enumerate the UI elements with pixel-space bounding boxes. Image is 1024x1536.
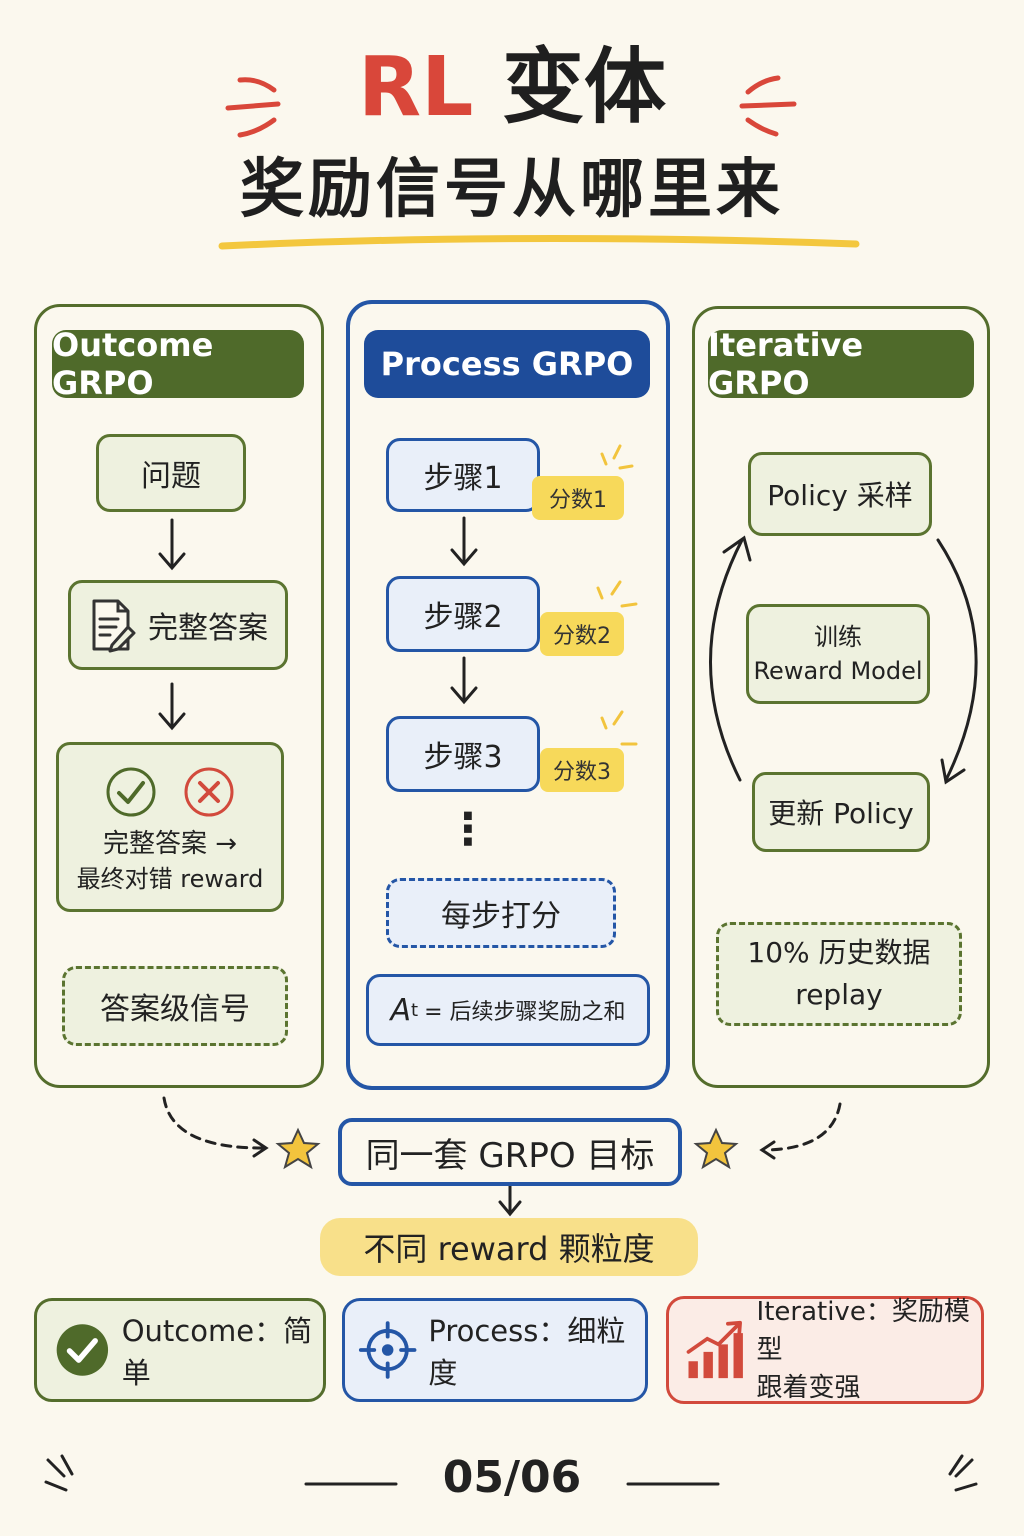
train-rm-line1: 训练 bbox=[814, 623, 862, 651]
title-spark-right bbox=[739, 75, 797, 137]
title-block: RL 变体 bbox=[0, 40, 1024, 136]
summary-outcome-text: Outcome：简单 bbox=[121, 1314, 313, 1390]
summary-iterative-line2: 跟着变强 bbox=[756, 1373, 861, 1403]
process-column bbox=[346, 300, 670, 1090]
document-edit-icon bbox=[92, 599, 136, 653]
summary-process-text: Process：细粒度 bbox=[428, 1314, 626, 1390]
goal-arrow-heads bbox=[252, 1138, 776, 1217]
outcome-question-box: 问题 bbox=[96, 434, 246, 512]
footer-spark-left bbox=[44, 1454, 74, 1492]
title-cjk: 变体 bbox=[501, 40, 666, 135]
summary-process-card: Process：细粒度 bbox=[342, 1298, 648, 1402]
outcome-judge-box: 完整答案 → 最终对错 reward bbox=[56, 742, 284, 912]
outcome-arrows bbox=[158, 518, 186, 731]
process-score-2: 分数2 bbox=[540, 612, 624, 656]
process-step-1: 步骤1 bbox=[386, 438, 540, 512]
iterative-update-policy-box: 更新 Policy bbox=[752, 772, 930, 852]
iterative-policy-sample-box: Policy 采样 bbox=[748, 452, 932, 536]
outcome-full-answer-box: 完整答案 bbox=[68, 580, 288, 670]
advantage-formula: = 后续步骤奖励之和 bbox=[424, 1000, 626, 1025]
page-subtitle: 奖励信号从哪里来 bbox=[240, 153, 784, 227]
replay-line2: replay bbox=[795, 978, 883, 1011]
growth-chart-icon bbox=[686, 1320, 743, 1379]
process-per-step-box: 每步打分 bbox=[386, 878, 616, 948]
check-circle-icon bbox=[56, 1324, 109, 1376]
title-latin: RL bbox=[358, 40, 474, 135]
check-icon bbox=[106, 767, 156, 817]
star-icon-left bbox=[275, 1127, 321, 1170]
outcome-judge-line1: 完整答案 → bbox=[102, 829, 238, 859]
process-ellipsis: ⋮ bbox=[446, 804, 490, 855]
process-step-2: 步骤2 bbox=[386, 576, 540, 652]
process-arrows bbox=[450, 516, 478, 705]
outcome-header: Outcome GRPO bbox=[52, 326, 304, 402]
train-rm-line2: Reward Model bbox=[753, 657, 923, 685]
page-title: RL 变体 bbox=[0, 40, 1024, 136]
iterative-loop-arrows bbox=[709, 535, 978, 785]
iterative-column bbox=[692, 306, 990, 1088]
process-header: Process GRPO bbox=[364, 330, 650, 398]
replay-line1: 10% 历史数据 bbox=[747, 936, 931, 969]
advantage-symbol: A bbox=[390, 992, 412, 1028]
process-step-3: 步骤3 bbox=[386, 716, 540, 792]
outcome-judge-line2: 最终对错 reward bbox=[76, 865, 264, 893]
outcome-full-answer-label: 完整答案 bbox=[148, 611, 268, 646]
cross-icon bbox=[184, 767, 234, 817]
summary-iterative-line1: Iterative：奖励模型 bbox=[756, 1297, 970, 1365]
goal-dashed-arrows bbox=[162, 1096, 842, 1152]
star-icon-right bbox=[693, 1127, 739, 1170]
iterative-train-rm-box: 训练 Reward Model bbox=[746, 604, 930, 704]
score-sparkles bbox=[596, 444, 638, 746]
summary-iterative-card: Iterative：奖励模型 跟着变强 bbox=[666, 1296, 984, 1404]
shared-goal-box: 同一套 GRPO 目标 bbox=[338, 1118, 682, 1186]
advantage-subscript: t bbox=[411, 999, 419, 1021]
footer-spark-right bbox=[948, 1454, 978, 1492]
reward-granularity-label: 不同 reward 颗粒度 bbox=[320, 1218, 698, 1276]
iterative-header: Iterative GRPO bbox=[708, 326, 974, 402]
target-icon bbox=[358, 1321, 417, 1379]
process-score-3: 分数3 bbox=[540, 748, 624, 792]
summary-outcome-card: Outcome：简单 bbox=[34, 1298, 326, 1402]
page-number: 05/06 bbox=[442, 1452, 582, 1503]
outcome-column bbox=[34, 304, 324, 1088]
outcome-signal-box: 答案级信号 bbox=[62, 966, 288, 1046]
title-spark-left bbox=[225, 77, 281, 138]
process-score-1: 分数1 bbox=[532, 476, 624, 520]
title-underline bbox=[218, 234, 860, 250]
iterative-replay-box: 10% 历史数据 replay bbox=[716, 922, 962, 1026]
